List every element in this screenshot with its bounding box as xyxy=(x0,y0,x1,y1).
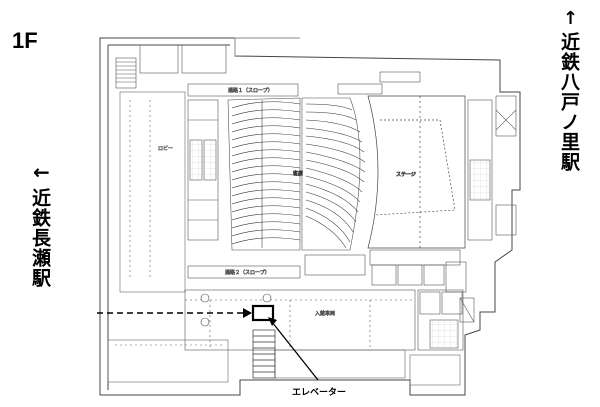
lobby-area: ロビー xyxy=(119,91,186,293)
corridor-bottom: 通路２（スロープ） xyxy=(187,249,467,293)
elevator-label: エレベーター xyxy=(292,388,347,398)
svg-text:入館車両: 入館車両 xyxy=(315,310,335,317)
elevator-highlight xyxy=(251,304,275,322)
stair-upper-left xyxy=(115,44,227,89)
svg-text:ロビー: ロビー xyxy=(158,145,173,152)
pillars xyxy=(200,293,272,327)
svg-text:通路２（スロープ）: 通路２（スロープ） xyxy=(225,269,270,276)
floor-label: 1F xyxy=(12,28,38,53)
svg-text:客席: 客席 xyxy=(293,170,303,177)
entrance-zone: 入館車両 xyxy=(184,289,475,351)
arrow-left-icon: ← xyxy=(33,160,50,184)
right-side-rooms xyxy=(467,95,517,241)
elevator-callout-arrow xyxy=(268,317,319,381)
left-service-column xyxy=(187,99,219,241)
bottom-strip xyxy=(107,339,461,386)
svg-text:通路１（スロープ）: 通路１（スロープ） xyxy=(228,87,273,94)
station-label-right: 近鉄八戸ノ里駅 xyxy=(558,32,580,172)
elevator-shaft xyxy=(252,329,276,379)
station-label-left: 近鉄長瀬駅 xyxy=(29,188,51,288)
arrow-up-icon: ↑ xyxy=(563,8,579,29)
corridor-top: 通路１（スロープ） xyxy=(187,71,421,97)
auditorium-seating: 客席 xyxy=(227,97,366,251)
svg-text:ステージ: ステージ xyxy=(396,172,416,178)
stage-area: ステージ xyxy=(367,95,466,249)
entry-route-arrow xyxy=(97,308,252,318)
